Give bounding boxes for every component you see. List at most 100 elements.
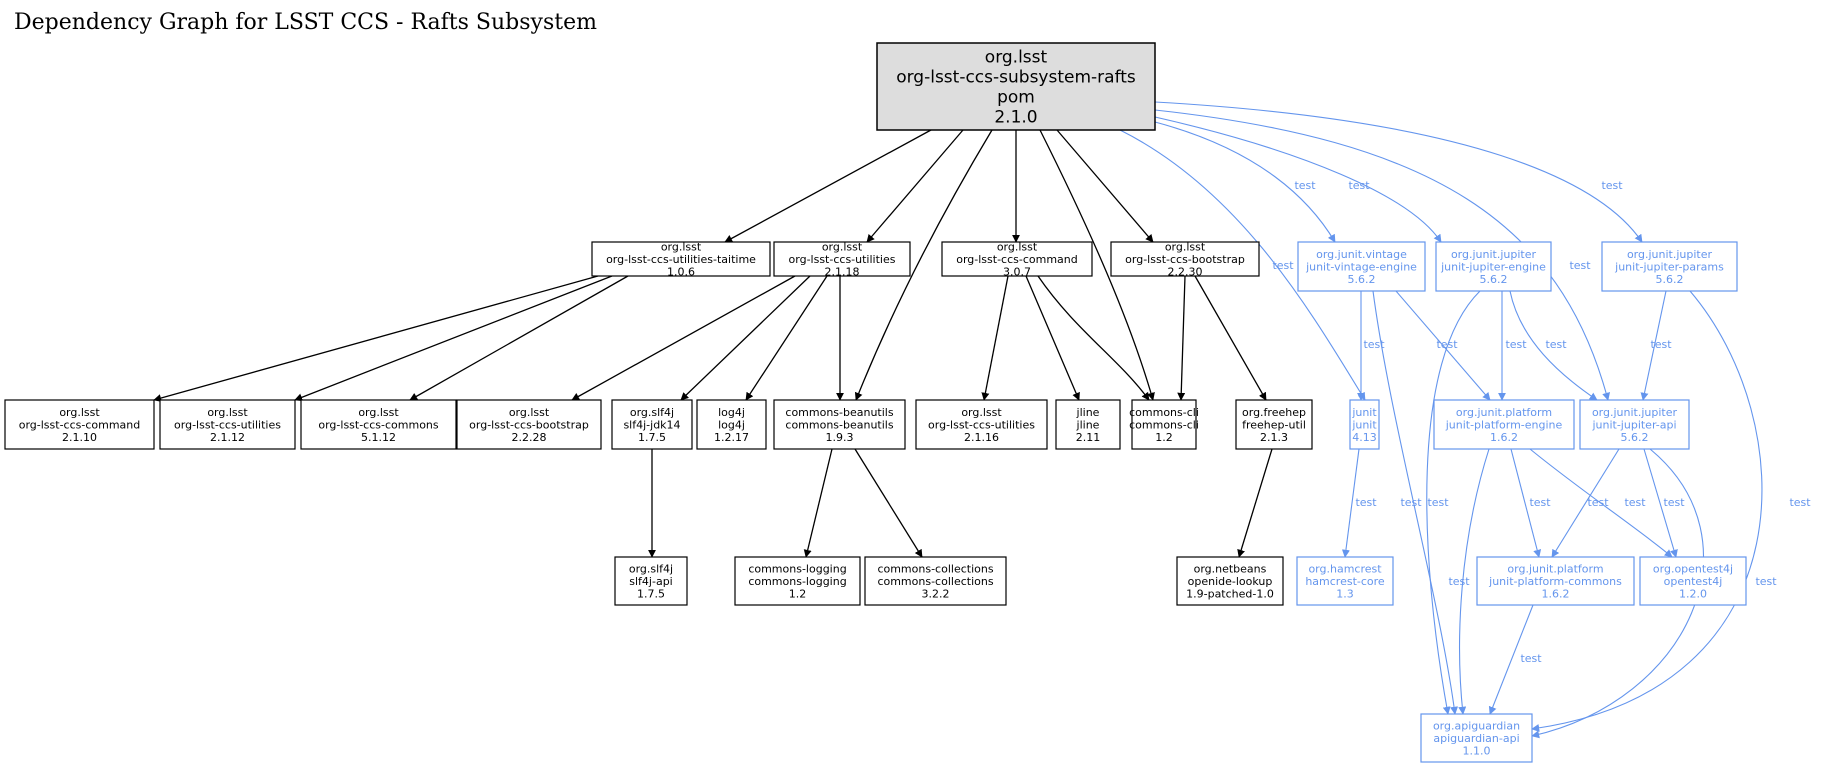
- node-label-line: 2.1.16: [964, 431, 999, 444]
- node-label-line: org-lsst-ccs-command: [956, 253, 1078, 266]
- node-box: [773, 241, 911, 277]
- edge-jupparams-to-jupapi: [1640, 290, 1667, 401]
- edge-taitime-to-commons5112: [409, 275, 629, 401]
- node-label-line: org.junit.jupiter: [1627, 248, 1713, 261]
- edge-label: test: [1663, 496, 1685, 509]
- node-box: [1176, 556, 1284, 606]
- node-label-line: org.junit.vintage: [1316, 248, 1407, 261]
- edge-label: test: [1427, 496, 1449, 509]
- node-collections: commons-collectionscommons-collections3.…: [864, 556, 1007, 606]
- node-label-line: org.lsst: [207, 406, 248, 419]
- node-label-line: org.junit.jupiter: [1592, 406, 1678, 419]
- edge-jupengine-to-jupapi: [1509, 290, 1598, 401]
- node-label-line: commons-collections: [877, 575, 993, 588]
- edge-root-to-vintage: [1154, 121, 1336, 243]
- node-label-line: org.lsst: [358, 406, 399, 419]
- node-box: [591, 241, 771, 277]
- node-label-line: log4j: [718, 418, 745, 431]
- node-box: [1476, 556, 1635, 606]
- node-label-line: org-lsst-ccs-utilities: [174, 418, 281, 431]
- node-label-line: junit: [1351, 418, 1377, 431]
- node-label-line: commons-cli: [1129, 418, 1199, 431]
- edge-platengine-to-apiguardian: [1458, 448, 1490, 715]
- edge-label: test: [1650, 338, 1672, 351]
- edge-vintage-to-apiguardian: [1372, 290, 1459, 715]
- node-openide: org.netbeansopenide-lookup1.9-patched-1.…: [1176, 556, 1284, 606]
- edge-command307-to-jline: [1025, 275, 1080, 401]
- node-box: [4, 399, 155, 450]
- node-jupparams: org.junit.jupiterjunit-jupiter-params5.6…: [1601, 241, 1738, 292]
- node-label-line: org.junit.jupiter: [1451, 248, 1537, 261]
- edge-label: test: [1545, 338, 1567, 351]
- node-label-line: 2.1.3: [1260, 431, 1288, 444]
- node-box: [864, 556, 1007, 606]
- edge-label: test: [1348, 179, 1370, 192]
- edge-root-to-beanutils: [854, 129, 993, 401]
- node-label-line: org.lsst: [985, 47, 1048, 67]
- edge-label: test: [1624, 496, 1646, 509]
- edge-root-to-bootstrap2230: [1056, 129, 1154, 243]
- edge-beanutils-to-collections: [854, 448, 923, 558]
- node-label-line: 1.7.5: [638, 431, 666, 444]
- edge-root-to-taitime: [724, 129, 932, 243]
- node-label-line: org.slf4j: [629, 562, 673, 575]
- node-box: [1296, 556, 1394, 606]
- node-label-line: 1.2: [789, 587, 807, 600]
- node-label-line: 2.2.28: [512, 431, 547, 444]
- edge-root-to-jupapi: [1154, 109, 1611, 401]
- node-label-line: org.junit.platform: [1456, 406, 1552, 419]
- edge-bootstrap2230-to-freehep: [1194, 275, 1267, 401]
- node-label-line: junit-jupiter-engine: [1440, 260, 1546, 273]
- node-label-line: hamcrest-core: [1305, 575, 1385, 588]
- node-label-line: org.apiguardian: [1433, 719, 1520, 732]
- node-label-line: 2.1.10: [62, 431, 97, 444]
- edge-platcommons-to-apiguardian: [1488, 604, 1534, 715]
- edge-command307-to-commonscli: [1037, 275, 1150, 401]
- node-label-line: freehep-util: [1242, 418, 1306, 431]
- node-label-line: jline: [1076, 418, 1100, 431]
- node-label-line: commons-collections: [877, 562, 993, 575]
- node-label-line: org-lsst-ccs-bootstrap: [469, 418, 589, 431]
- edge-taitime-to-command2110: [153, 275, 599, 402]
- node-label-line: org-lsst-ccs-utilities: [789, 253, 896, 266]
- node-label-line: 5.1.12: [361, 431, 396, 444]
- edge-freehep-to-openide: [1237, 448, 1273, 558]
- node-label-line: 5.6.2: [1656, 273, 1684, 286]
- edge-root-to-utils2118: [866, 129, 964, 243]
- node-label-line: slf4j-jdk14: [623, 418, 680, 431]
- node-box: [696, 399, 767, 450]
- node-box: [734, 556, 861, 606]
- node-label-line: apiguardian-api: [1433, 732, 1519, 745]
- node-label-line: 2.1.12: [210, 431, 245, 444]
- node-box: [614, 556, 688, 606]
- node-box: [300, 399, 457, 450]
- node-label-line: 5.6.2: [1348, 273, 1376, 286]
- node-label-line: org-lsst-ccs-subsystem-rafts: [896, 67, 1136, 87]
- node-label-line: 1.9.3: [826, 431, 854, 444]
- edge-vintage-to-platengine: [1395, 290, 1491, 401]
- node-label-line: 1.1.0: [1463, 744, 1491, 757]
- node-box: [1579, 399, 1690, 450]
- node-label-line: 1.2.17: [714, 431, 749, 444]
- edge-utils2118-to-slf4jjdk: [680, 275, 811, 401]
- node-label-line: 1.2: [1155, 431, 1173, 444]
- edge-label: test: [1587, 496, 1609, 509]
- node-label-line: junit-vintage-engine: [1305, 260, 1417, 273]
- node-label-line: 1.6.2: [1490, 431, 1518, 444]
- node-label-line: org.junit.platform: [1507, 562, 1603, 575]
- node-box: [1235, 399, 1313, 450]
- node-label-line: 1.7.5: [637, 587, 665, 600]
- node-box: [159, 399, 296, 450]
- node-label-line: jline: [1076, 406, 1100, 419]
- node-label-line: junit-platform-commons: [1488, 575, 1622, 588]
- node-label-line: org.lsst: [997, 240, 1038, 253]
- edge-label: test: [1601, 179, 1623, 192]
